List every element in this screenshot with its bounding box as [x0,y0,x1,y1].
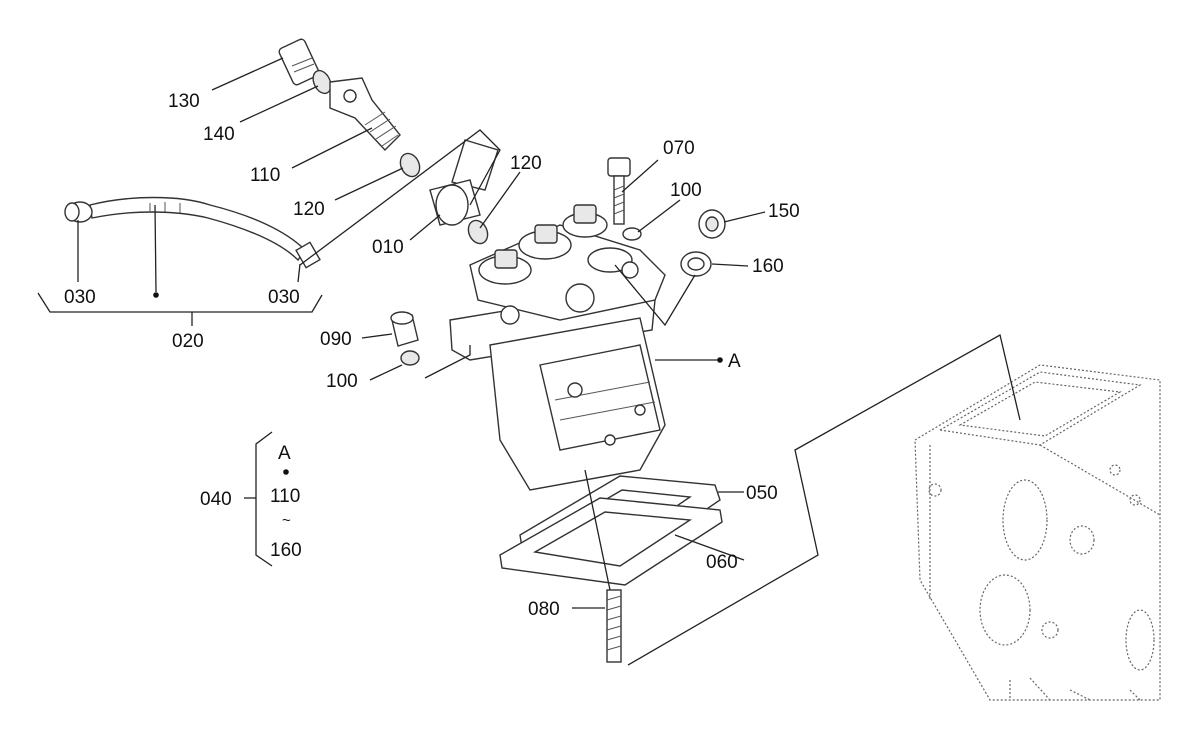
callout-120-b: 120 [510,153,542,174]
plug-090 [390,311,419,347]
callout-140: 140 [203,124,235,145]
callout-130: 130 [168,91,200,112]
banjo-bolt-130 [278,38,320,86]
banjo-fitting-110 [329,77,401,152]
engine-block [914,364,1161,701]
callout-070: 070 [663,138,695,159]
assembly-number: 040 [200,489,232,510]
cap-150 [698,209,726,239]
callout-080: 080 [528,599,560,620]
assembly-range-to: 160 [270,540,302,561]
bolt-070 [607,157,631,225]
callout-030-a: 030 [64,287,96,308]
stud-080 [606,589,622,663]
gasket-060 [499,497,723,586]
washer-100a [622,227,642,241]
assembly-ref: A [278,443,291,464]
callout-020: 020 [172,331,204,352]
assembly-range-from: 110 [270,486,300,507]
callout-150: 150 [768,201,800,222]
callout-160: 160 [752,256,784,277]
callout-010: 010 [372,237,404,258]
callout-labels: 130 140 110 120 120 010 070 100 150 160 … [64,91,800,620]
union-fitting-010 [429,139,499,226]
callout-100-a: 100 [670,180,702,201]
seal-160 [680,251,712,277]
callout-060: 060 [706,552,738,573]
washer-120b [467,219,489,245]
washer-100b [400,350,420,366]
callout-100-b: 100 [326,371,358,392]
injection-pump [449,204,666,491]
assembly-range-tilde: ~ [282,512,291,529]
callout-090: 090 [320,329,352,350]
callout-110: 110 [250,165,280,186]
assembly-key: 040 A 110 ~ 160 [200,443,302,561]
callout-a: A [728,351,741,372]
callout-030-b: 030 [268,287,300,308]
washer-140 [312,69,332,95]
fuel-hose-assembly [64,196,321,269]
reference-dots [153,292,723,475]
leader-lines [37,57,1021,666]
callout-120-a: 120 [293,199,325,220]
callout-050: 050 [746,483,778,504]
